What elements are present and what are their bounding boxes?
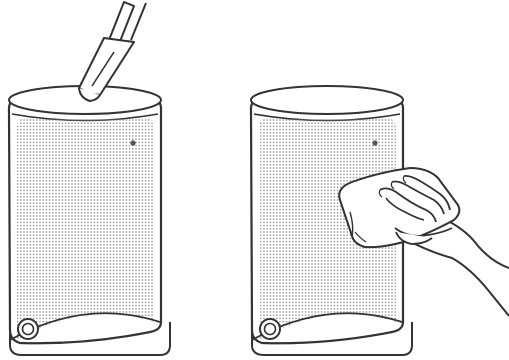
speaker-icon [249, 85, 413, 356]
speaker-icon [7, 85, 171, 356]
brush-nozzle-icon [78, 1, 147, 103]
hand-icon [378, 174, 509, 317]
speaker-top-cap [250, 85, 404, 115]
right-panel [249, 85, 509, 356]
power-button-icon [259, 318, 281, 340]
speaker-mesh-grille [16, 118, 155, 340]
left-panel [7, 1, 171, 356]
indicator-light [372, 140, 378, 146]
power-button-icon [17, 318, 39, 340]
indicator-light [130, 140, 136, 146]
